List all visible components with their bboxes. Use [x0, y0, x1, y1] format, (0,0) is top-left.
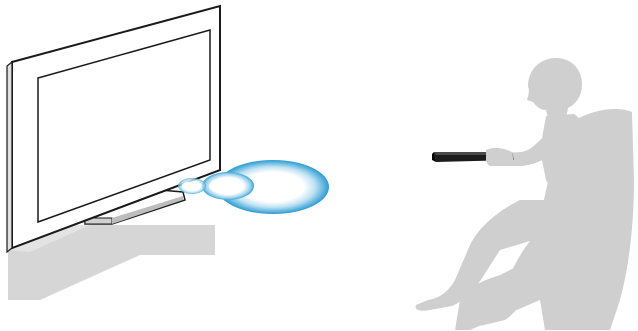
seated-person-icon	[416, 58, 634, 330]
hand	[486, 148, 514, 165]
